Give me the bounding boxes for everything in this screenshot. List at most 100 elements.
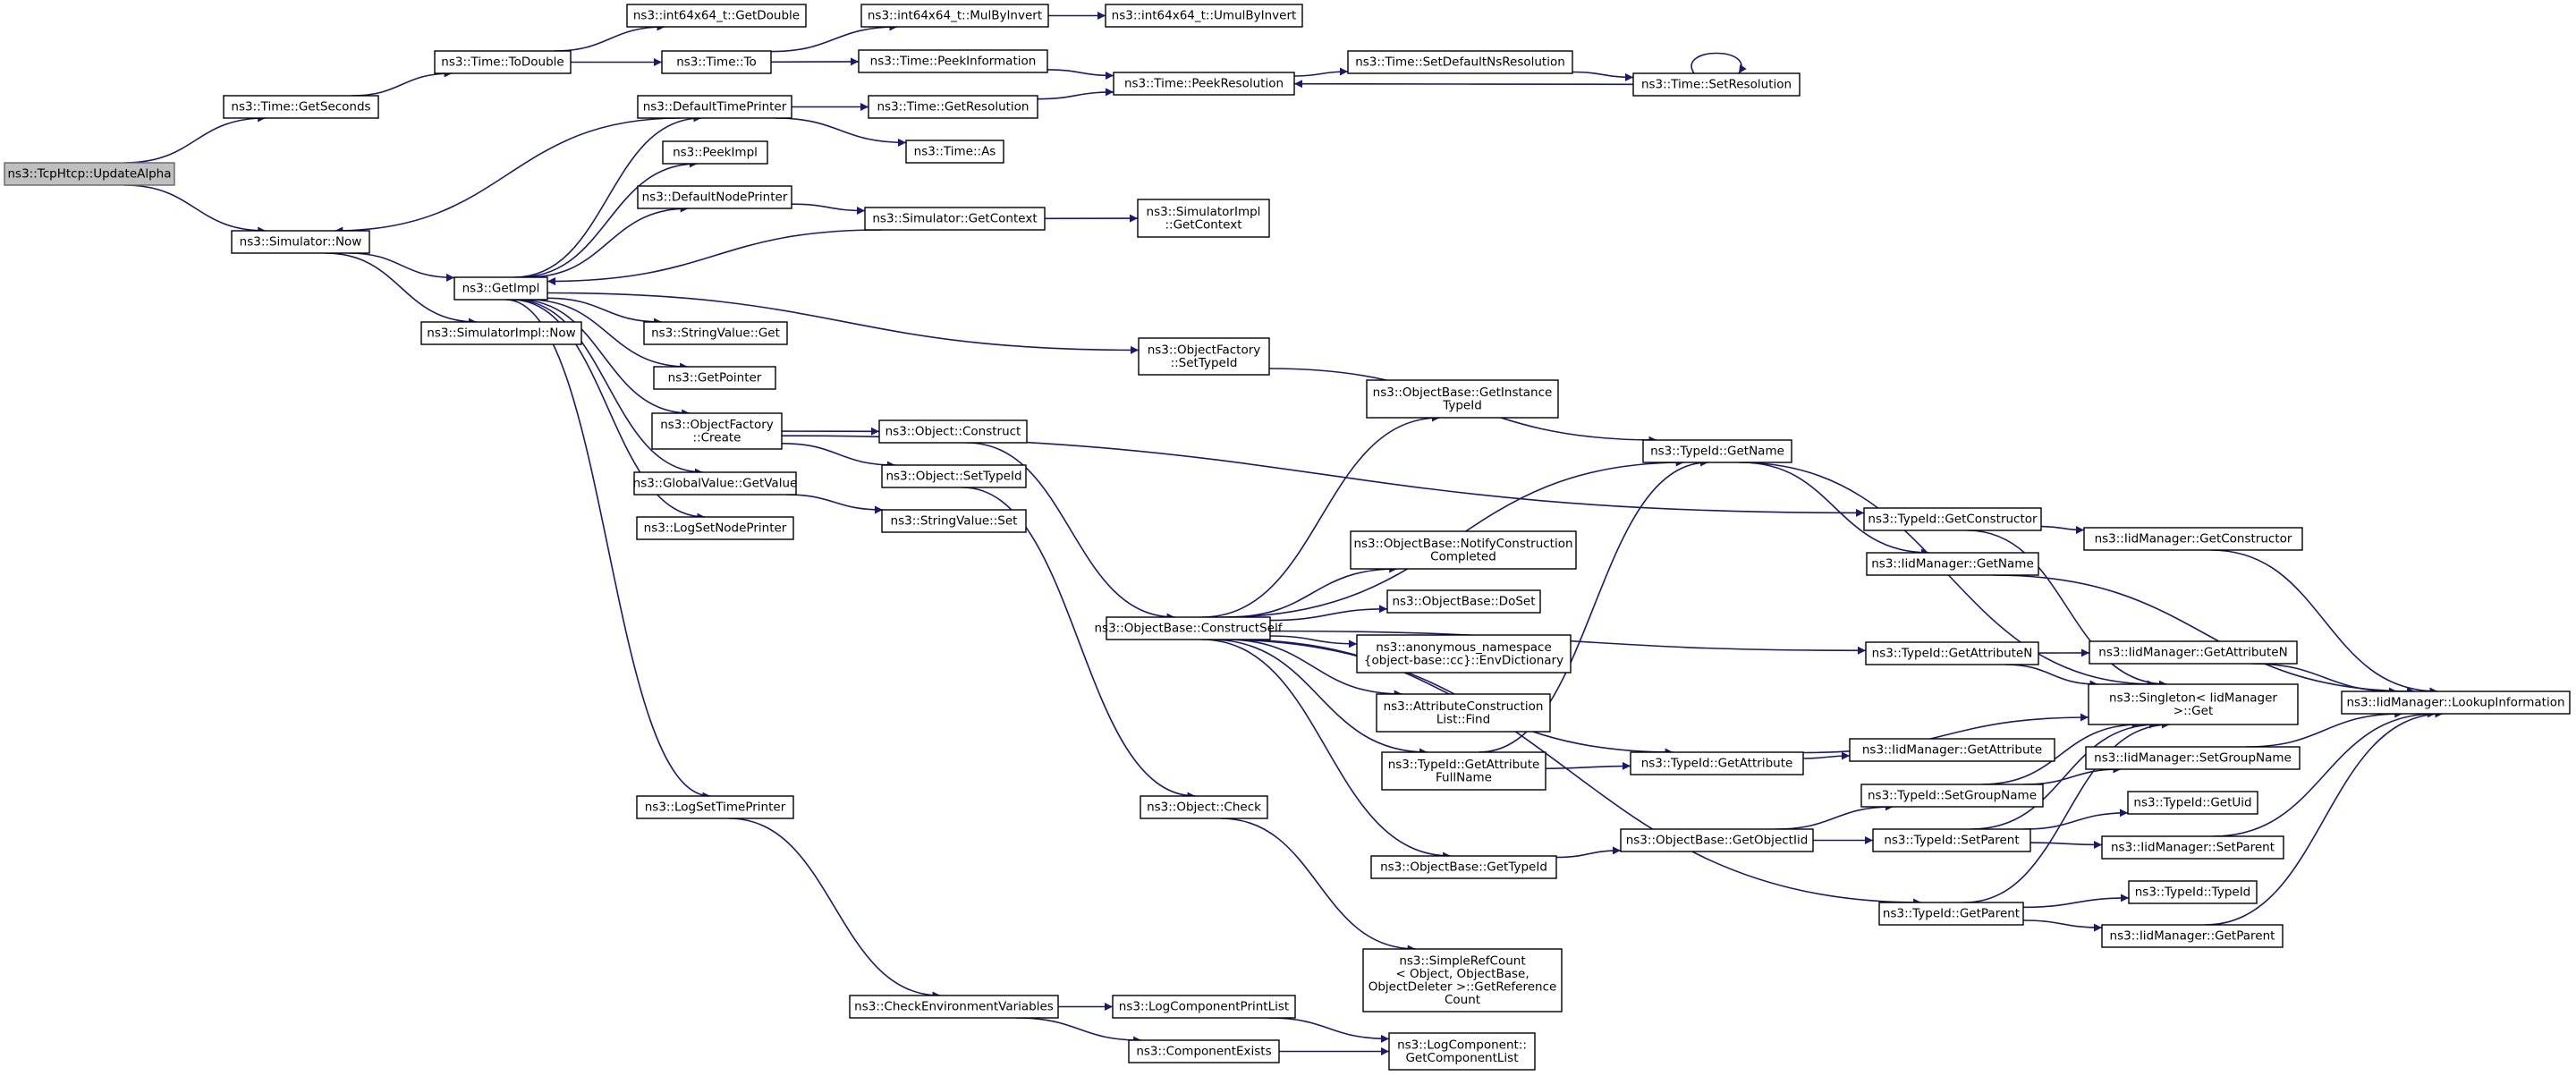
node-mulbyinvert[interactable]: ns3::int64x64_t::MulByInvert	[860, 4, 1049, 28]
node-box	[1863, 507, 2042, 531]
node-iidsetparent[interactable]: ns3::IidManager::SetParent	[2101, 835, 2284, 860]
node-typeidsetgroupname[interactable]: ns3::TypeId::SetGroupName	[1860, 784, 2044, 808]
node-simimplnow[interactable]: ns3::SimulatorImpl::Now	[420, 321, 582, 345]
node-simnow[interactable]: ns3::Simulator::Now	[231, 230, 370, 254]
node-setdefns[interactable]: ns3::Time::SetDefaultNsResolution	[1347, 50, 1573, 74]
node-logcompgetlist[interactable]: ns3::LogComponent::GetComponentList	[1388, 1032, 1536, 1071]
node-label: ns3::TypeId::GetAttributeN	[1872, 647, 2033, 661]
node-box	[1137, 199, 1270, 238]
node-envdictionary[interactable]: ns3::anonymous_namespace{object-base::cc…	[1356, 634, 1572, 674]
node-i64getdouble[interactable]: ns3::int64x64_t::GetDouble	[626, 4, 807, 28]
node-typeidgetattribute[interactable]: ns3::TypeId::GetAttribute	[1630, 751, 1804, 775]
node-box	[1350, 530, 1577, 570]
node-typeidgetparent[interactable]: ns3::TypeId::GetParent	[1878, 902, 2024, 926]
call-edge-logsettimeprinter-to-checkenv	[728, 818, 941, 1000]
node-iidlookupinfo[interactable]: ns3::IidManager::LookupInformation	[2341, 691, 2571, 715]
node-updatealpha[interactable]: ns3::TcpHtcp::UpdateAlpha	[4, 162, 175, 186]
node-defnodeprinter[interactable]: ns3::DefaultNodePrinter	[637, 185, 792, 209]
node-iidgetattribute[interactable]: ns3::IidManager::GetAttribute	[1849, 738, 2055, 762]
node-box	[1878, 902, 2024, 926]
node-getobjectiid[interactable]: ns3::ObjectBase::GetObjectIid	[1620, 828, 1814, 852]
node-box	[1865, 641, 2039, 665]
call-edge-typeidgetconstructor-to-iidgetconstructor	[2040, 525, 2085, 534]
node-deftimeprinter[interactable]: ns3::DefaultTimePrinter	[637, 95, 792, 119]
node-objconstruct[interactable]: ns3::Object::Construct	[878, 419, 1028, 444]
node-objfactcreate[interactable]: ns3::ObjectFactory::Create	[651, 412, 783, 450]
node-setres[interactable]: ns3::Time::SetResolution	[1632, 72, 1801, 97]
node-label: ns3::SimpleRefCount	[1399, 953, 1525, 968]
node-box	[1849, 738, 2055, 762]
node-box	[1140, 795, 1268, 819]
node-typeidgetuid[interactable]: ns3::TypeId::GetUid	[2127, 791, 2258, 815]
node-label: ns3::TcpHtcp::UpdateAlpha	[7, 167, 171, 182]
call-edge-objsettypeid-to-objcheck	[962, 487, 1196, 801]
node-simgetcontext[interactable]: ns3::Simulator::GetContext	[864, 207, 1046, 231]
node-label: ns3::int64x64_t::UmulByInvert	[1112, 9, 1297, 23]
node-objfactsettypeid[interactable]: ns3::ObjectFactory::SetTypeId	[1138, 337, 1270, 376]
node-iidgetconstructor[interactable]: ns3::IidManager::GetConstructor	[2083, 527, 2303, 551]
call-edge-setres-to-setres	[1690, 52, 1747, 74]
node-logsettimeprinter[interactable]: ns3::LogSetTimePrinter	[636, 795, 794, 819]
node-iidgetparent[interactable]: ns3::IidManager::GetParent	[2101, 924, 2284, 948]
call-edge-logcompprintlist-to-logcompgetlist	[1268, 1017, 1390, 1043]
node-iidgetattributen[interactable]: ns3::IidManager::GetAttributeN	[2089, 640, 2298, 665]
node-timeas[interactable]: ns3::Time::As	[905, 140, 1004, 164]
node-label: ::Create	[693, 430, 741, 445]
node-umulbyinvert[interactable]: ns3::int64x64_t::UmulByInvert	[1105, 4, 1303, 28]
node-typeidsetparent[interactable]: ns3::TypeId::SetParent	[1872, 828, 2031, 852]
node-logsetnodeprinter[interactable]: ns3::LogSetNodePrinter	[636, 516, 794, 540]
node-iidsetgroupname[interactable]: ns3::IidManager::SetGroupName	[2085, 746, 2301, 770]
call-edge-updatealpha-to-simnow	[123, 184, 267, 235]
node-typeidgetname[interactable]: ns3::TypeId::GetName	[1642, 439, 1792, 463]
node-objsettypeid[interactable]: ns3::Object::SetTypeId	[881, 464, 1027, 488]
call-edge-getimpl-to-getpointer	[527, 299, 689, 371]
node-label: ns3::Time::SetResolution	[1641, 78, 1792, 92]
call-edge-typeidsetgroupname-to-singletonget	[1981, 720, 2140, 785]
node-box	[2101, 924, 2284, 948]
node-checkenv[interactable]: ns3::CheckEnvironmentVariables	[849, 995, 1059, 1019]
node-compexists[interactable]: ns3::ComponentExists	[1128, 1039, 1280, 1063]
call-edge-iidgetparent-to-iidlookupinfo	[2205, 709, 2444, 926]
node-logcompprintlist[interactable]: ns3::LogComponentPrintList	[1112, 995, 1296, 1019]
node-todouble[interactable]: ns3::Time::ToDouble	[434, 50, 572, 74]
node-getpointer[interactable]: ns3::GetPointer	[653, 366, 776, 390]
node-getres[interactable]: ns3::Time::GetResolution	[868, 95, 1038, 119]
node-box	[626, 4, 807, 28]
node-peekinfo[interactable]: ns3::Time::PeekInformation	[858, 49, 1048, 73]
node-getseconds[interactable]: ns3::Time::GetSeconds	[223, 95, 379, 119]
node-label: ns3::Object::SetTypeId	[886, 470, 1021, 484]
node-stringvalueget[interactable]: ns3::StringValue::Get	[643, 321, 788, 345]
node-getimpl[interactable]: ns3::GetImpl	[453, 276, 548, 301]
node-timeto[interactable]: ns3::Time::To	[661, 50, 772, 74]
node-doset[interactable]: ns3::ObjectBase::DoSet	[1386, 589, 1541, 614]
node-box	[637, 95, 792, 119]
node-globalvalueget[interactable]: ns3::GlobalValue::GetValue	[633, 471, 798, 496]
call-edge-simnow-to-simimplnow	[325, 252, 478, 326]
node-box	[2089, 640, 2298, 665]
node-peekimpl[interactable]: ns3::PeekImpl	[662, 140, 768, 165]
node-peekres[interactable]: ns3::Time::PeekResolution	[1113, 72, 1295, 96]
node-objcheck[interactable]: ns3::Object::Check	[1140, 795, 1268, 819]
node-label: ns3::IidManager::SetParent	[2111, 841, 2275, 855]
node-simimplgetcontext[interactable]: ns3::SimulatorImpl::GetContext	[1137, 199, 1270, 238]
node-objbasegettypeid[interactable]: ns3::ObjectBase::GetTypeId	[1370, 855, 1557, 879]
node-iidgetname[interactable]: ns3::IidManager::GetName	[1866, 552, 2039, 576]
call-edge-peekinfo-to-peekres	[1046, 69, 1114, 80]
node-typeidgetattributen[interactable]: ns3::TypeId::GetAttributeN	[1865, 641, 2039, 665]
node-label: ns3::LogComponent::	[1397, 1038, 1527, 1052]
node-box	[1356, 634, 1572, 674]
node-label: ns3::ObjectBase::GetInstance	[1373, 385, 1553, 400]
node-typeidtypeid[interactable]: ns3::TypeId::TypeId	[2128, 880, 2258, 904]
call-edge-simnow-to-getimpl	[348, 252, 455, 282]
node-box	[4, 162, 175, 186]
node-stringvalueset[interactable]: ns3::StringValue::Set	[881, 509, 1027, 533]
node-typeidgetconstructor[interactable]: ns3::TypeId::GetConstructor	[1863, 507, 2042, 531]
node-simplerefcount[interactable]: ns3::SimpleRefCount< Object, ObjectBase,…	[1362, 948, 1563, 1012]
node-singletonget[interactable]: ns3::Singleton< IidManager>::Get	[2088, 683, 2299, 725]
node-constructself[interactable]: ns3::ObjectBase::ConstructSelf	[1095, 616, 1284, 640]
node-notifyconstruction[interactable]: ns3::ObjectBase::NotifyConstructionCompl…	[1350, 530, 1577, 570]
node-box	[661, 50, 772, 74]
